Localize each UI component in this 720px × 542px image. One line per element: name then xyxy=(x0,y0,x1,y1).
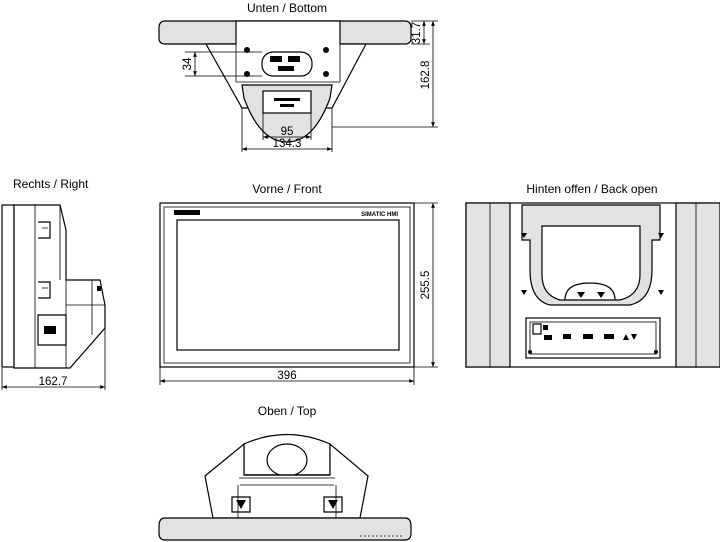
dim-31-7: 31.7 xyxy=(411,22,423,44)
dim-396: 396 xyxy=(277,370,296,382)
top-view-title: Oben / Top xyxy=(258,404,317,418)
dim-95: 95 xyxy=(281,126,294,138)
dim-255-5: 255.5 xyxy=(420,271,432,300)
right-view: Rechts / Right 162.7 xyxy=(1,177,106,390)
dim-34: 34 xyxy=(182,57,194,70)
dim-134-3: 134.3 xyxy=(273,138,302,150)
top-view: Oben / Top xyxy=(158,404,412,541)
brand-label: SIMATIC HMI xyxy=(361,212,398,218)
right-view-title: Rechts / Right xyxy=(13,177,89,191)
bottom-view: Unten / Bottom 31.7 162.8 34 95 xyxy=(158,1,438,152)
dim-162-7: 162.7 xyxy=(39,376,68,388)
front-view-title: Vorne / Front xyxy=(252,182,322,196)
back-view: Hinten offen / Back open xyxy=(465,182,720,368)
front-view: Vorne / Front SIMATIC HMI 396 255.5 xyxy=(159,182,438,385)
bottom-view-title: Unten / Bottom xyxy=(247,1,327,15)
dim-162-8: 162.8 xyxy=(420,61,432,90)
back-view-title: Hinten offen / Back open xyxy=(526,182,657,196)
